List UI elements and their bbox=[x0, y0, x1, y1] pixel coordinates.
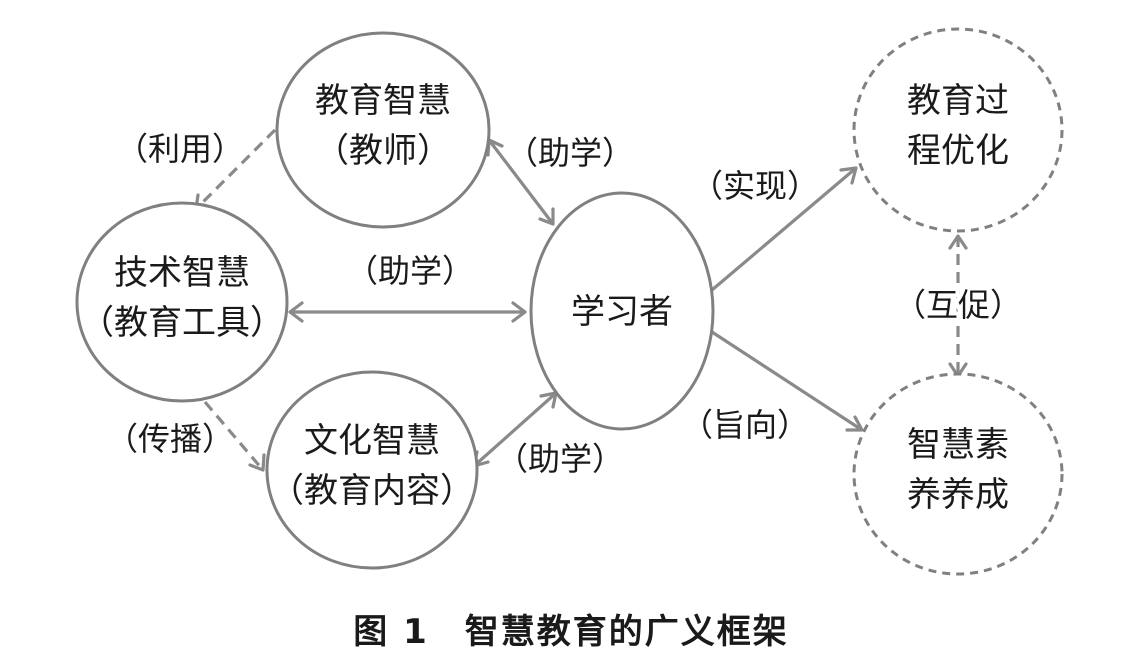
edge-label-aim: （旨向） bbox=[681, 406, 809, 444]
node-tech-wisdom-line2: （教育工具） bbox=[80, 303, 284, 343]
node-edu-wisdom: 教育智慧 （教师） bbox=[275, 31, 491, 229]
edge-assist-mid bbox=[288, 301, 527, 323]
node-literacy-line1: 智慧素 bbox=[907, 425, 1009, 465]
node-learner: 学习者 bbox=[529, 191, 715, 431]
edge-label-use: （利用） bbox=[116, 130, 244, 168]
node-culture-wisdom: 文化智慧 （教育内容） bbox=[265, 370, 479, 570]
edge-spread bbox=[203, 400, 266, 472]
node-process-opt-line2: 程优化 bbox=[907, 131, 1009, 171]
node-process-opt-line1: 教育过 bbox=[907, 81, 1009, 121]
node-tech-wisdom-line1: 技术智慧 bbox=[114, 253, 250, 293]
node-culture-wisdom-line2: （教育内容） bbox=[270, 471, 474, 511]
edge-label-mutual: （互促） bbox=[894, 286, 1022, 324]
edge-aim bbox=[711, 330, 864, 432]
node-literacy-line2: 养养成 bbox=[907, 475, 1009, 515]
node-edu-wisdom-line1: 教育智慧 bbox=[315, 81, 451, 121]
edge-label-assist-mid: （助学） bbox=[346, 252, 474, 290]
node-culture-wisdom-line1: 文化智慧 bbox=[304, 421, 440, 461]
node-edu-wisdom-line2: （教师） bbox=[315, 131, 451, 171]
edge-label-spread: （传播） bbox=[106, 420, 234, 458]
edge-label-realize: （实现） bbox=[691, 167, 819, 205]
figure-caption: 图 1 智慧教育的广义框架 bbox=[353, 612, 789, 652]
edge-label-assist-top: （助学） bbox=[506, 134, 634, 172]
node-tech-wisdom: 技术智慧 （教育工具） bbox=[75, 201, 289, 403]
node-process-opt: 教育过 程优化 bbox=[852, 27, 1064, 233]
node-literacy: 智慧素 养养成 bbox=[852, 372, 1064, 576]
node-learner-label: 学习者 bbox=[571, 292, 673, 332]
edge-label-assist-bottom: （助学） bbox=[496, 440, 624, 478]
edge-realize bbox=[710, 166, 858, 292]
